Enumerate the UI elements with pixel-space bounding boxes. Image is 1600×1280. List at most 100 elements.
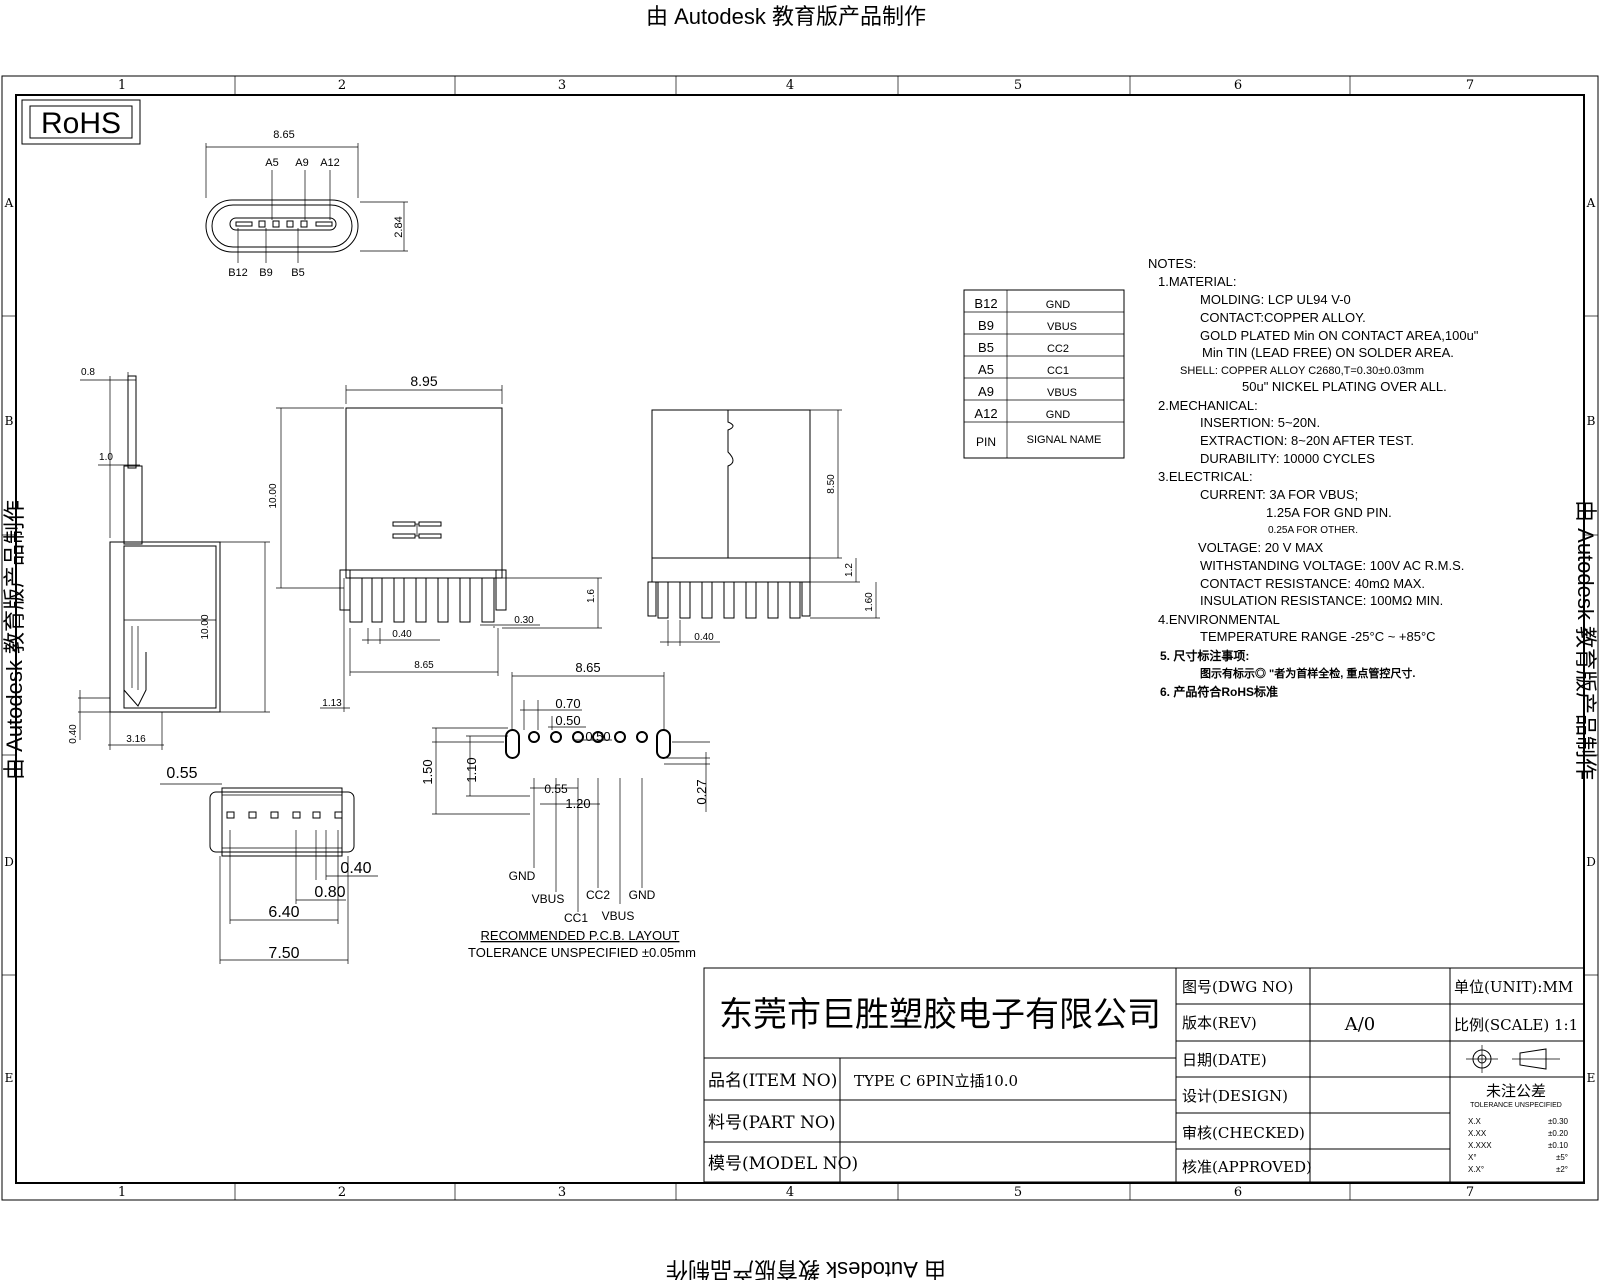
- checked-label: 审核(CHECKED): [1182, 1124, 1305, 1142]
- pin-label-a5: A5: [265, 157, 278, 169]
- back-peg: [801, 581, 811, 617]
- frame-col-top: 2: [338, 78, 346, 93]
- tol-value: ±0.20: [1548, 1129, 1569, 1138]
- tol-value: ±0.10: [1548, 1141, 1569, 1150]
- notes-line: CONTACT RESISTANCE: 40mΩ MAX.: [1200, 576, 1425, 591]
- notes-line: 6. 产品符合RoHS标准: [1160, 684, 1278, 699]
- notes-line: INSULATION RESISTANCE: 100MΩ MIN.: [1200, 593, 1443, 608]
- back-pin: [701, 582, 713, 619]
- pcb-label-cc1: CC1: [564, 911, 588, 925]
- back-dim-040: 0.40: [694, 632, 714, 643]
- pin-table-pin-5: A9: [978, 384, 994, 399]
- back-dim-850: 8.50: [826, 474, 837, 494]
- pin-label-a9: A9: [295, 157, 308, 169]
- pcb-label-vbus2: VBUS: [602, 909, 635, 923]
- frame-row-left: D: [4, 855, 14, 869]
- front-shell-inner: [211, 204, 353, 248]
- front-pin-slot: [258, 220, 266, 228]
- watermark-right: 由 Autodesk 教育版产品制作: [1573, 500, 1598, 780]
- pin-label-b5: B5: [291, 267, 304, 279]
- side-view: 0.8 1.0 10.00 0.40 3.16: [68, 367, 270, 750]
- unit-label: 单位(UNIT):MM: [1454, 978, 1573, 996]
- frame-col-bottom: 7: [1466, 1185, 1474, 1200]
- tol-value: ±2°: [1556, 1165, 1568, 1174]
- rohs-inner: [29, 105, 133, 139]
- front-height-dim: 2.84: [393, 216, 405, 237]
- pcb-label-vbus1: VBUS: [532, 892, 565, 906]
- pin-table-header-signal: SIGNAL NAME: [1027, 434, 1102, 446]
- body-dim-040: 0.40: [392, 629, 412, 640]
- body-dim-1000: 10.00: [268, 483, 279, 508]
- pin-table-signal-2: VBUS: [1047, 321, 1077, 333]
- bottom-dim-055: 0.55: [166, 765, 197, 782]
- pin-label-a12: A12: [320, 157, 340, 169]
- notes-line: 5. 尺寸标注事项:: [1160, 648, 1249, 663]
- body-pin: [371, 578, 383, 623]
- pcb-dim-027: 0.27: [694, 779, 709, 804]
- side-stem: [123, 465, 143, 545]
- pcb-dim-865: 8.65: [575, 660, 600, 675]
- side-dim-10: 1.0: [99, 452, 113, 463]
- tol-key: X.X: [1468, 1117, 1482, 1126]
- notes: NOTES: 1.MATERIAL: MOLDING: LCP UL94 V-0…: [1148, 256, 1479, 699]
- tol-value: ±5°: [1556, 1153, 1568, 1162]
- bottom-pad: [312, 811, 321, 819]
- pcb-label-gnd1: GND: [509, 869, 536, 883]
- back-pin: [679, 582, 691, 619]
- pcb-pad-hole: [528, 731, 540, 743]
- pin-table-pin-4: A5: [978, 362, 994, 377]
- pin-table-pin-6: A12: [974, 406, 997, 421]
- body-dim-895: 8.95: [410, 373, 437, 389]
- pcb-dim-070: 0.70: [555, 696, 580, 711]
- tol-key: X.XX: [1468, 1129, 1487, 1138]
- back-view: 8.50 1.2 1.60 0.40: [647, 409, 880, 646]
- pin-table-signal-4: CC1: [1047, 365, 1069, 377]
- body-rect: [345, 407, 503, 571]
- pcb-pad-slot: [656, 729, 671, 759]
- pin-table-pin-3: B5: [978, 340, 994, 355]
- pin-table-signal-3: CC2: [1047, 343, 1069, 355]
- notes-line: 1.25A FOR GND PIN.: [1266, 505, 1392, 520]
- notes-line: Min TIN (LEAD FREE) ON SOLDER AREA.: [1202, 345, 1454, 360]
- rohs-box: [21, 99, 141, 145]
- frame-col-bottom: 4: [786, 1185, 794, 1200]
- pcb-pad-hole: [550, 731, 562, 743]
- pcb-pad-hole: [614, 731, 626, 743]
- front-pin-slot: [272, 220, 280, 228]
- side-body: [109, 541, 221, 713]
- item-no-label: 品名(ITEM NO): [708, 1071, 837, 1091]
- back-latch: [727, 410, 734, 558]
- bottom-pad: [226, 811, 235, 819]
- body-pin: [481, 578, 495, 623]
- pin-table-signal-5: VBUS: [1047, 387, 1077, 399]
- design-label: 设计(DESIGN): [1182, 1087, 1288, 1105]
- notes-line: MOLDING: LCP UL94 V-0: [1200, 292, 1351, 307]
- frame-col-bottom: 3: [558, 1185, 566, 1200]
- tol-value: ±0.30: [1548, 1117, 1569, 1126]
- body-peg: [495, 569, 507, 611]
- inner-frame: [15, 94, 1585, 1184]
- frame-col-top: 5: [1014, 78, 1022, 93]
- model-no-label: 模号(MODEL NO): [708, 1154, 858, 1174]
- side-dim-040: 0.40: [68, 724, 79, 744]
- frame-row-right: A: [1586, 196, 1596, 210]
- body-pin: [415, 578, 427, 623]
- frame-col-bottom: 1: [118, 1185, 126, 1200]
- notes-line: 2.MECHANICAL:: [1158, 398, 1258, 413]
- frame-col-bottom: 6: [1234, 1185, 1242, 1200]
- notes-line: 图示有标示◎ "者为首样全检, 重点管控尺寸.: [1200, 666, 1415, 680]
- dwg-no-label: 图号(DWG NO): [1182, 978, 1293, 996]
- side-dim-08: 0.8: [81, 367, 95, 378]
- scale-label: 比例(SCALE) 1:1: [1454, 1016, 1578, 1034]
- body-dim-030: 0.30: [514, 615, 534, 626]
- pcb-pad-hole: [592, 731, 604, 743]
- tol-key: X°: [1468, 1153, 1477, 1162]
- body-dim-16: 1.6: [586, 589, 597, 603]
- watermark-left: 由 Autodesk 教育版产品制作: [2, 500, 27, 780]
- back-dim-160: 1.60: [864, 592, 875, 612]
- approved-label: 核准(APPROVED): [1182, 1158, 1312, 1176]
- front-pin-slot: [315, 221, 333, 227]
- pin-label-b9: B9: [259, 267, 272, 279]
